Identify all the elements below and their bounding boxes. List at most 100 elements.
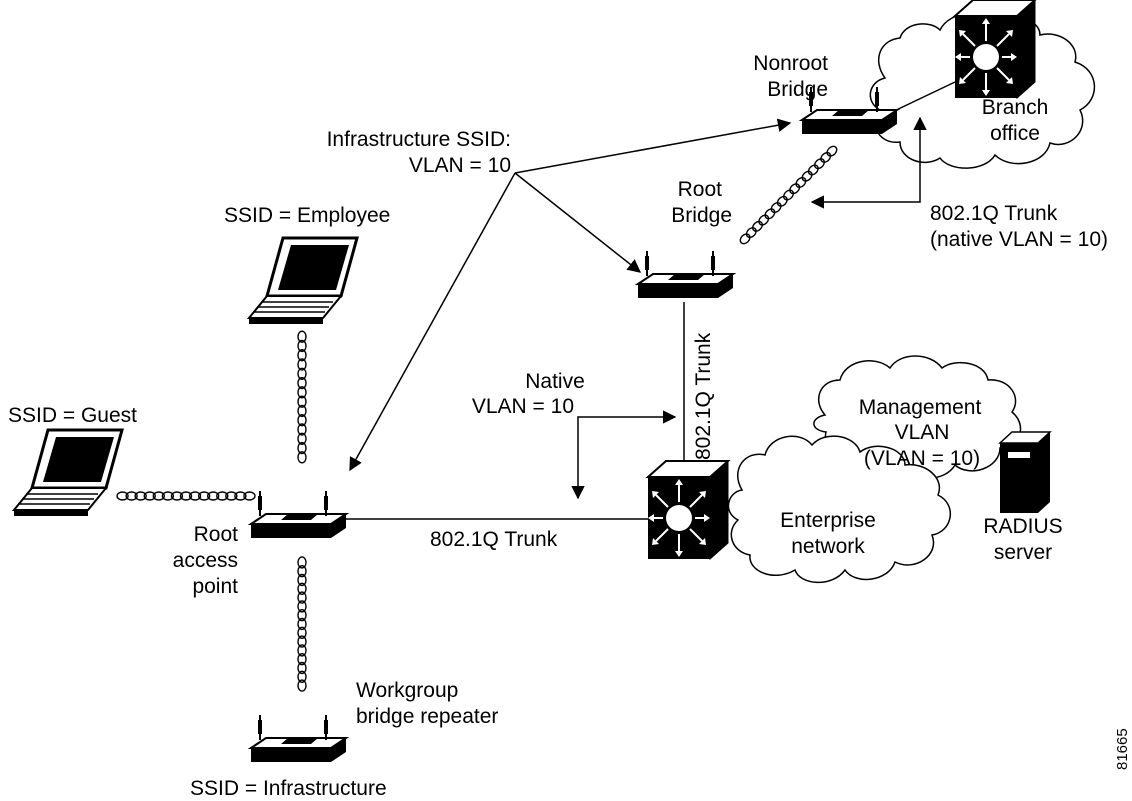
coil-loop — [297, 661, 307, 675]
nonroot-bridge-label-2: Bridge — [767, 78, 828, 101]
ssid-guest-label: SSID = Guest — [8, 404, 137, 427]
coil-loop — [297, 441, 307, 455]
radius-server-label-1: RADIUS — [983, 515, 1062, 538]
trunk-top-label-2: (native VLAN = 10) — [930, 228, 1108, 251]
coil-loop — [770, 202, 782, 214]
infrastructure-ssid-label-2: VLAN = 10 — [409, 154, 511, 177]
radius-server-label-2: server — [994, 541, 1052, 564]
management-vlan-label-1: Management — [859, 396, 982, 419]
nonroot-bridge-label-1: Nonroot — [753, 52, 828, 75]
wireless-link-workgroup — [297, 556, 307, 692]
coil-loop — [216, 491, 229, 501]
coil-loop — [764, 208, 776, 220]
trunk-vertical-label: 802.1Q Trunk — [692, 332, 715, 460]
coil-loop — [826, 145, 838, 157]
coil-loop — [297, 573, 307, 587]
coil-loop — [813, 158, 826, 170]
coil-loop — [297, 617, 307, 631]
coil-loop — [297, 423, 307, 436]
coil-loop — [297, 451, 307, 464]
trunk-top-label-1: 802.1Q Trunk — [930, 202, 1058, 225]
management-vlan-label-2: VLAN — [895, 421, 950, 444]
enterprise-network-label-1: Enterprise — [780, 509, 876, 532]
workgroup-label-1: Workgroup — [356, 679, 458, 702]
wireless-link-bridges — [739, 145, 838, 245]
branch-office-label-2: office — [990, 122, 1040, 145]
native-vlan-label-2: VLAN = 10 — [472, 395, 574, 418]
root-access-point-icon — [250, 490, 347, 539]
ssid-infrastructure-label: SSID = Infrastructure — [190, 777, 387, 800]
arrow-trunk-native — [810, 116, 927, 209]
trunk-bottom-label: 802.1Q Trunk — [430, 528, 558, 551]
coil-loop — [297, 339, 307, 353]
coil-loop — [297, 670, 307, 683]
workgroup-bridge-icon — [250, 714, 347, 763]
branch-office-label-1: Branch — [982, 96, 1049, 119]
coil-loop — [297, 653, 307, 666]
coil-loop — [795, 176, 807, 188]
coil-loop — [234, 491, 247, 501]
root-bridge-label-1: Root — [678, 178, 723, 201]
wireless-link-employee — [297, 330, 307, 464]
enterprise-network-cloud — [727, 435, 952, 584]
root-bridge-icon — [637, 250, 734, 299]
coil-loop — [801, 170, 813, 182]
coil-loop — [297, 626, 307, 639]
arrow-native-vlan — [571, 416, 585, 500]
coil-loop — [739, 233, 751, 245]
wireless-coils — [116, 145, 838, 692]
root-ap-label-2: access — [173, 549, 238, 572]
root-ap-label-3: point — [192, 575, 238, 598]
laptop-employee-icon — [247, 236, 359, 326]
root-bridge-label-2: Bridge — [671, 204, 732, 227]
infrastructure-ssid-label-1: Infrastructure SSID: — [327, 128, 511, 151]
coil-loop — [297, 395, 307, 408]
coil-loop — [125, 491, 138, 501]
coil-loop — [170, 491, 184, 501]
root-ap-label-1: Root — [194, 523, 239, 546]
coil-loop — [143, 491, 156, 501]
coil-loop — [297, 404, 307, 418]
coil-loop — [297, 600, 307, 613]
coil-loop — [188, 491, 202, 501]
coil-loop — [161, 491, 175, 501]
switch-enterprise-icon — [647, 460, 729, 560]
coil-loop — [297, 635, 307, 648]
native-vlan-label-1: Native — [525, 370, 585, 393]
branch-link — [889, 81, 956, 114]
coil-loop — [134, 491, 147, 501]
laptop-guest-icon — [12, 428, 124, 518]
coil-loop — [297, 358, 307, 371]
coil-loop — [297, 386, 307, 399]
coil-loop — [297, 330, 307, 343]
coil-loop — [297, 376, 307, 390]
coil-loop — [116, 491, 129, 501]
radius-server-icon — [998, 431, 1052, 513]
management-vlan-label-3: (VLAN = 10) — [864, 447, 980, 470]
coil-loop — [820, 151, 832, 163]
coil-loop — [782, 189, 795, 201]
coil-loop — [152, 491, 166, 501]
coil-loop — [297, 679, 307, 692]
figure-id-label: 81665 — [1114, 728, 1131, 770]
coil-loop — [297, 349, 307, 362]
coil-loop — [197, 491, 211, 501]
coil-loop — [758, 214, 770, 226]
coil-loop — [751, 220, 764, 232]
switch-branch-icon — [954, 0, 1036, 99]
arrow-to-root-ap — [349, 172, 516, 472]
coil-loop — [297, 591, 307, 604]
workgroup-label-2: bridge repeater — [356, 705, 498, 728]
coil-loop — [297, 432, 307, 445]
coil-loop — [297, 414, 307, 427]
coil-loop — [297, 565, 307, 578]
coil-loop — [206, 491, 220, 501]
coil-loop — [297, 582, 307, 595]
wireless-link-guest — [116, 491, 256, 501]
coil-loop — [789, 183, 801, 195]
coil-loop — [776, 195, 788, 207]
arrow-to-nonroot-bridge — [514, 118, 792, 174]
arrow-to-root-bridge — [514, 172, 642, 273]
coil-loop — [297, 367, 307, 380]
